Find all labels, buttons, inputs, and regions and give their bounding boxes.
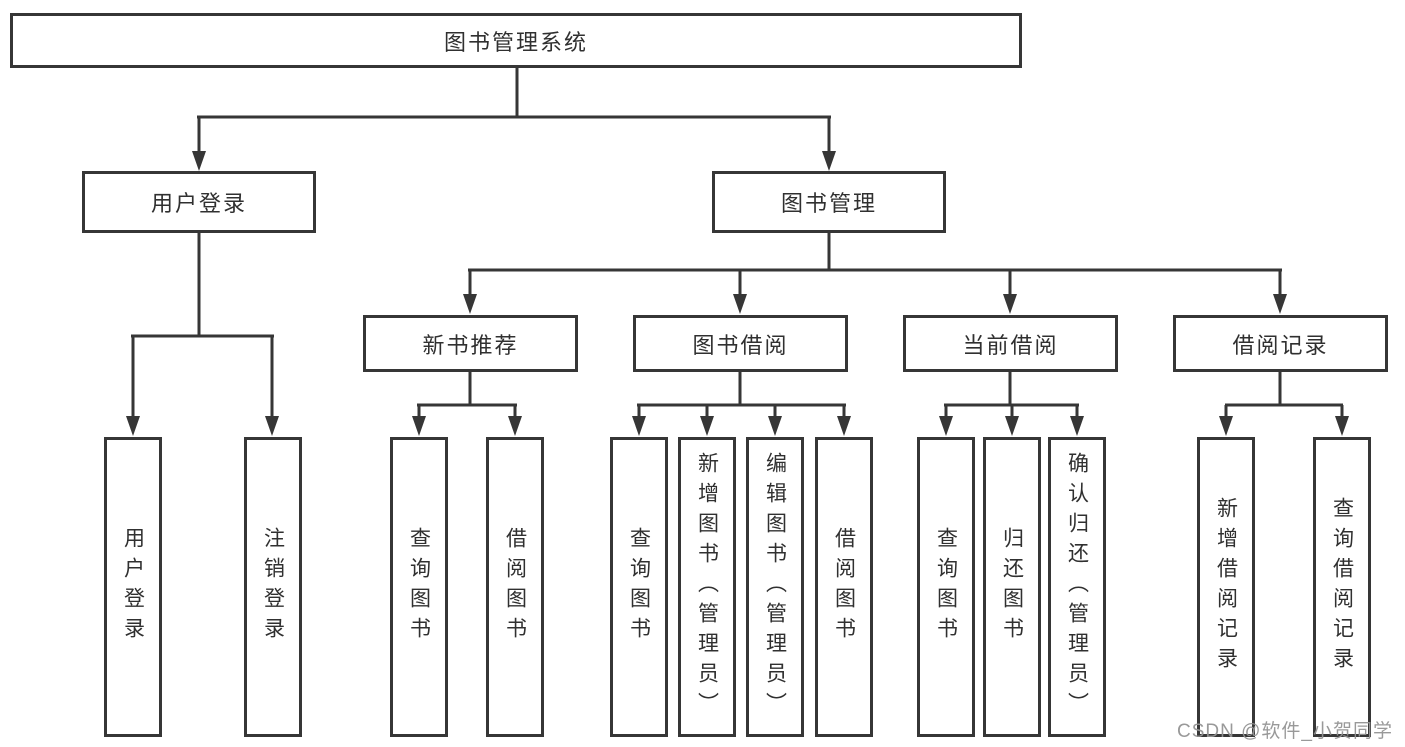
leaf-label: 用户登录 bbox=[121, 527, 145, 647]
leaf-confirm-return-admin: 确认归还（管理员） bbox=[1048, 437, 1106, 737]
leaf-label: 归还图书 bbox=[1000, 527, 1024, 647]
node-current-borrowing: 当前借阅 bbox=[903, 315, 1118, 372]
leaf-label: 确认归还（管理员） bbox=[1065, 452, 1089, 722]
leaf-query-borrow-record: 查询借阅记录 bbox=[1313, 437, 1371, 737]
node-label: 当前借阅 bbox=[962, 332, 1059, 358]
leaf-borrow-books: 借阅图书 bbox=[815, 437, 873, 737]
leaf-label: 借阅图书 bbox=[503, 527, 527, 647]
csdn-watermark: CSDN @软件_小贺同学 bbox=[1177, 721, 1393, 742]
leaf-label: 查询图书 bbox=[627, 527, 651, 647]
node-label: 借阅记录 bbox=[1232, 332, 1329, 358]
node-book-management: 图书管理 bbox=[712, 171, 946, 233]
leaf-user-login: 用户登录 bbox=[104, 437, 162, 737]
leaf-add-book-admin: 新增图书（管理员） bbox=[678, 437, 736, 737]
leaf-label: 注销登录 bbox=[261, 527, 285, 647]
node-label: 图书管理 bbox=[780, 191, 877, 216]
node-label: 新书推荐 bbox=[422, 332, 519, 358]
leaf-logout: 注销登录 bbox=[244, 437, 302, 737]
leaf-label: 查询图书 bbox=[407, 527, 431, 647]
node-label: 图书管理系统 bbox=[443, 29, 588, 55]
leaf-query-books-current: 查询图书 bbox=[917, 437, 975, 737]
node-user-login: 用户登录 bbox=[82, 171, 316, 233]
node-borrowing-records: 借阅记录 bbox=[1173, 315, 1388, 372]
leaf-borrow-books-recommend: 借阅图书 bbox=[486, 437, 544, 737]
leaf-add-borrow-record: 新增借阅记录 bbox=[1197, 437, 1255, 737]
connector-lines bbox=[131, 66, 1344, 425]
node-new-book-recommend: 新书推荐 bbox=[363, 315, 578, 372]
leaf-query-books-borrow: 查询图书 bbox=[610, 437, 668, 737]
leaf-label: 查询图书 bbox=[934, 527, 958, 647]
leaf-label: 查询借阅记录 bbox=[1330, 497, 1354, 677]
leaf-query-books-recommend: 查询图书 bbox=[390, 437, 448, 737]
leaf-label: 新增图书（管理员） bbox=[695, 452, 719, 722]
node-label: 图书借阅 bbox=[692, 332, 789, 358]
leaf-label: 借阅图书 bbox=[832, 527, 856, 647]
node-book-borrowing: 图书借阅 bbox=[633, 315, 848, 372]
leaf-label: 新增借阅记录 bbox=[1214, 497, 1238, 677]
leaf-edit-book-admin: 编辑图书（管理员） bbox=[746, 437, 804, 737]
leaf-return-books: 归还图书 bbox=[983, 437, 1041, 737]
leaf-label: 编辑图书（管理员） bbox=[763, 452, 787, 722]
node-library-management-system: 图书管理系统 bbox=[10, 13, 1022, 68]
node-label: 用户登录 bbox=[150, 191, 247, 216]
